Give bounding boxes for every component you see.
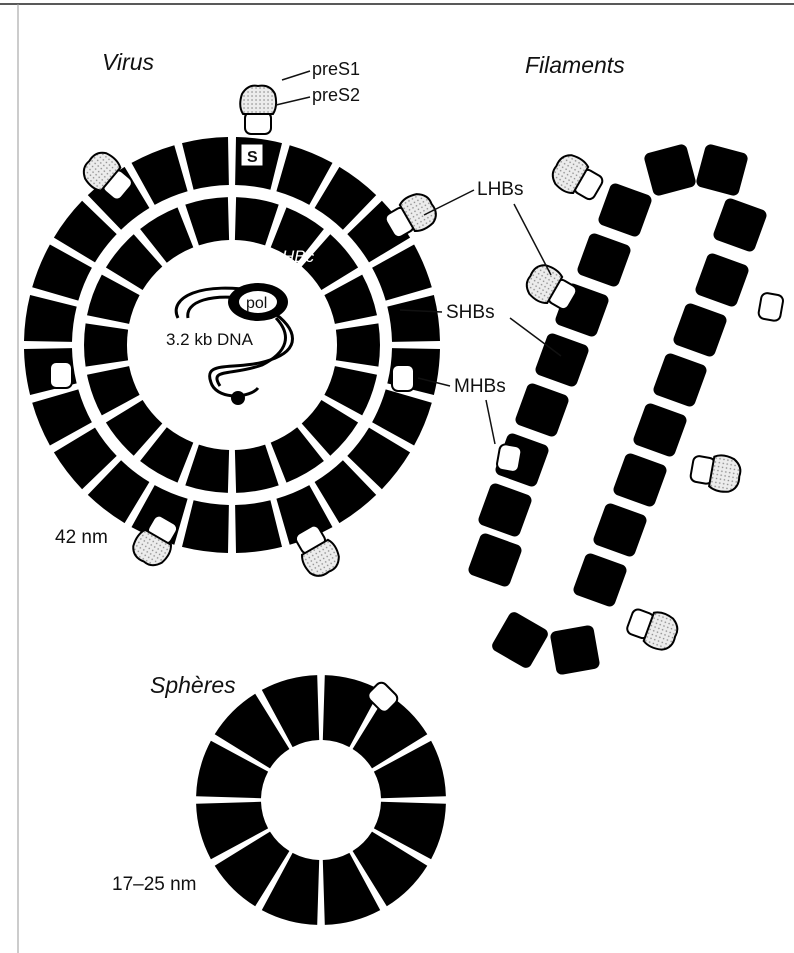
virus-outer-protein: [235, 500, 282, 553]
filament-left-segment: [467, 532, 523, 588]
filament-right-segment: [712, 197, 768, 253]
dna-label: 3.2 kb DNA: [166, 330, 254, 349]
filament-mhbs-2: [496, 443, 522, 472]
filament-right-segment: [632, 402, 688, 458]
filament-right-segment: [672, 302, 728, 358]
hbc-label: HBc: [282, 247, 315, 266]
preS1-label: preS1: [312, 59, 360, 79]
filament-right-segment: [592, 502, 648, 558]
virus-title: Virus: [102, 49, 154, 75]
filament-mhbs-1: [758, 292, 784, 321]
filament-left-segment: [576, 232, 632, 288]
virus-lhbs-top: [240, 86, 276, 134]
filament-left-segment: [514, 382, 570, 438]
filament-lhbs-4: [624, 603, 682, 653]
filament-lhbs-1: [547, 150, 607, 205]
filament-bottom-segment: [490, 610, 550, 670]
pol-label: pol: [246, 295, 267, 312]
shbs-label: SHBs: [446, 302, 495, 323]
virus-core-protein: [185, 445, 229, 493]
sphere-particle: [196, 675, 446, 925]
leader-preS1: [282, 71, 310, 80]
filament-left-segment: [534, 332, 590, 388]
s-label: S: [247, 149, 258, 166]
virus-size-label: 42 nm: [55, 527, 108, 548]
virus-outer-protein: [182, 500, 229, 553]
filament-right-segment: [572, 552, 628, 608]
leader-preS2: [276, 97, 310, 105]
lhbs-label: LHBs: [477, 179, 523, 200]
filament-right-segment: [694, 252, 750, 308]
filament-left-segment: [477, 482, 533, 538]
preS2-label: preS2: [312, 85, 360, 105]
virus-core-protein: [185, 197, 229, 245]
sphere-size-label: 17–25 nm: [112, 874, 197, 895]
virus-core-protein: [235, 445, 279, 493]
filament-right-segment: [612, 452, 668, 508]
spheres-title: Sphères: [150, 672, 236, 698]
filaments-title: Filaments: [525, 52, 625, 78]
filament-cap-segment: [643, 143, 697, 197]
filament-left-segment: [597, 182, 653, 238]
filament-particle: [467, 143, 784, 675]
virus-mhbs-left: [50, 362, 72, 388]
filament-cap-segment: [695, 143, 749, 197]
virus-particle: HBc pol 3.2 kb DNA S: [24, 86, 441, 581]
virus-core-protein: [336, 323, 380, 366]
filament-lhbs-3: [689, 450, 743, 494]
virus-core-protein: [235, 197, 279, 245]
virus-core-protein: [84, 323, 128, 366]
leader-lhbs-filament: [514, 204, 551, 275]
virus-mhbs-right: [392, 365, 414, 391]
filament-bottom-segment: [550, 625, 601, 676]
leader-mhbs-filament: [486, 400, 495, 444]
mhbs-label: MHBs: [454, 376, 506, 397]
filament-right-segment: [652, 352, 708, 408]
virus-outer-protein: [387, 295, 440, 342]
virus-outer-protein: [24, 295, 77, 342]
virus-outer-protein: [182, 137, 229, 190]
